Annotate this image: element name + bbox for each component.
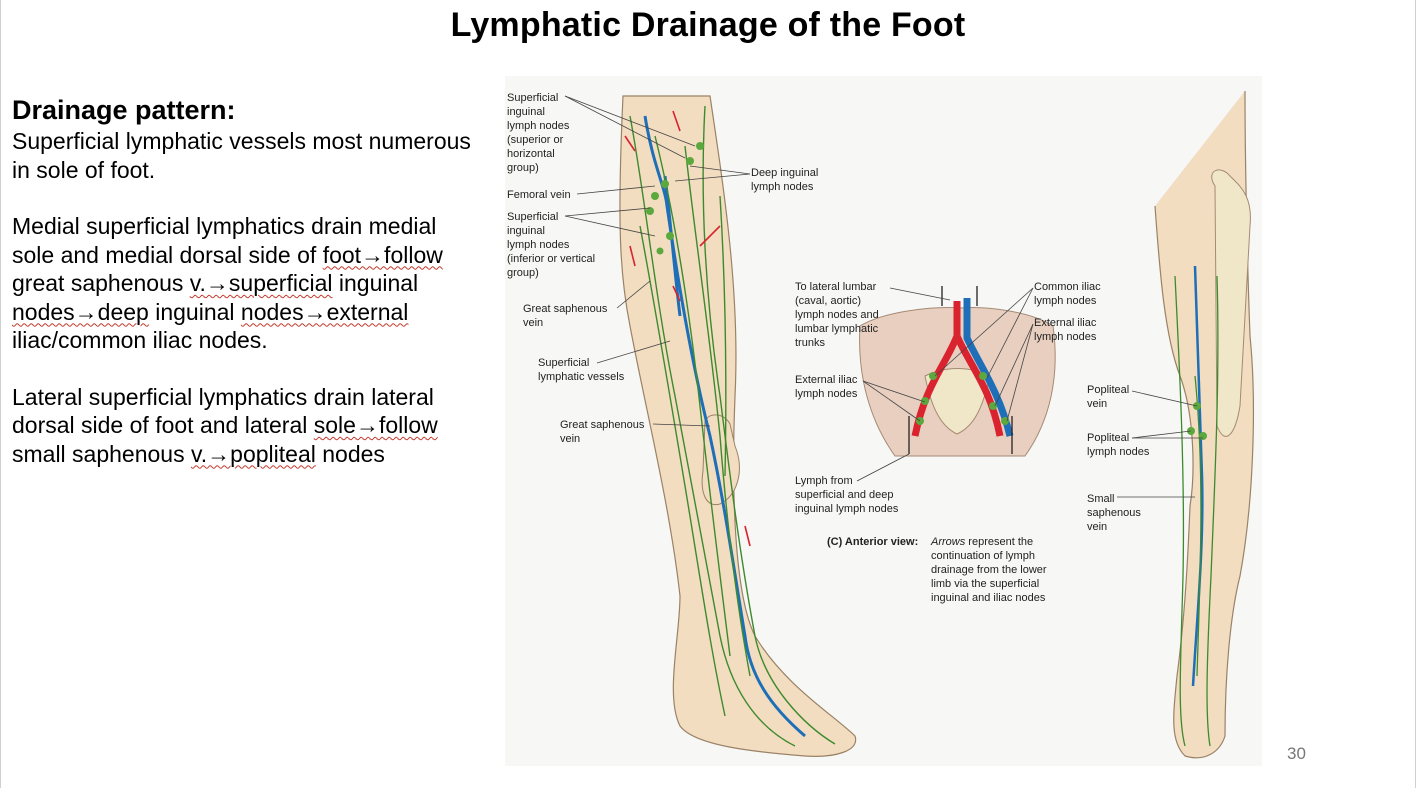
lymphatic-anatomy-figure: Superficial inguinal lymph nodes (superi… <box>505 76 1262 766</box>
medial-text-2: foot→follow <box>322 241 443 268</box>
label-common-iliac-nodes: Common iliac lymph nodes <box>1034 281 1101 307</box>
posterior-lymphatic-vessels <box>1174 275 1219 747</box>
left-leg-silhouette <box>619 95 857 757</box>
caption-bold: (C) Anterior view: <box>827 536 919 548</box>
medial-text-1: Medial superficial lymphatics drain medi… <box>12 213 437 268</box>
medial-text-4: v.→superficial <box>189 270 333 296</box>
label-femoral-vein: Femoral vein <box>507 189 571 201</box>
lateral-text-5: nodes <box>315 440 385 467</box>
label-external-iliac-nodes-right: External iliac lymph nodes <box>1034 317 1097 343</box>
label-popliteal-nodes: Popliteal lymph nodes <box>1087 432 1150 458</box>
drainage-arrows <box>624 110 751 547</box>
medial-text-6: nodes→deep <box>12 298 149 325</box>
label-superficial-inguinal-horizontal: Superficial inguinal lymph nodes (superi… <box>507 92 570 174</box>
label-leader-lines <box>564 95 1203 498</box>
drainage-heading: Drainage pattern: <box>12 95 236 125</box>
great-saphenous-vein <box>643 115 806 738</box>
label-small-saphenous-vein: Small saphenous vein <box>1087 493 1141 533</box>
sacrum <box>924 368 991 435</box>
lateral-paragraph: Lateral superficial lymphatics drain lat… <box>12 383 482 469</box>
lateral-text-4: v.→popliteal <box>191 440 316 467</box>
slide-border-left <box>0 0 1 788</box>
femur-bone <box>1211 169 1251 437</box>
medial-text-8: nodes→external <box>240 298 409 325</box>
medial-text-7: inguinal <box>148 298 241 325</box>
iliac-nodes <box>916 372 1009 425</box>
slide-title: Lymphatic Drainage of the Foot <box>450 6 966 44</box>
medial-paragraph: Medial superficial lymphatics drain medi… <box>12 212 482 355</box>
caption-title: (C) Anterior view: <box>827 535 918 549</box>
intro-paragraph: Superficial lymphatic vessels most numer… <box>12 128 471 183</box>
label-superficial-inguinal-vertical: Superficial inguinal lymph nodes (inferi… <box>507 211 596 279</box>
label-external-iliac-nodes-left: External iliac lymph nodes <box>795 374 858 400</box>
medial-text-9: iliac/common iliac nodes. <box>12 327 268 353</box>
body-text: Drainage pattern: Superficial lymphatic … <box>12 94 482 468</box>
label-popliteal-vein: Popliteal vein <box>1087 384 1130 410</box>
label-superficial-lymphatic-vessels: Superficial lymphatic vessels <box>538 357 625 383</box>
small-saphenous-vein <box>1191 265 1204 687</box>
pelvis-arrows <box>908 286 1013 454</box>
label-great-saphenous-vein-2: Great saphenous vein <box>560 419 645 445</box>
caption-italic: Arrows <box>931 536 966 548</box>
superficial-inguinal-nodes <box>646 142 704 255</box>
medial-text-5: inguinal <box>332 270 419 296</box>
superficial-lymphatic-vessels <box>629 105 836 747</box>
medial-text-3: great saphenous <box>12 270 190 296</box>
page-number: 30 <box>1287 744 1306 763</box>
anatomy-illustration <box>564 90 1255 759</box>
lateral-text-2: sole→follow <box>313 412 438 438</box>
label-lymph-from-inguinal: Lymph from superficial and deep inguinal… <box>795 475 899 515</box>
label-great-saphenous-vein-1: Great saphenous vein <box>523 303 608 329</box>
lateral-text-3: small saphenous <box>12 440 191 467</box>
caption-body: Arrows represent the continuation of lym… <box>931 535 1047 605</box>
caption-rest: represent the continuation of lymph drai… <box>931 536 1047 604</box>
label-deep-inguinal-nodes: Deep inguinal lymph nodes <box>751 167 819 193</box>
lateral-text-1: Lateral superficial lymphatics drain lat… <box>12 383 434 439</box>
label-lateral-lumbar: To lateral lumbar (caval, aortic) lymph … <box>795 281 879 349</box>
